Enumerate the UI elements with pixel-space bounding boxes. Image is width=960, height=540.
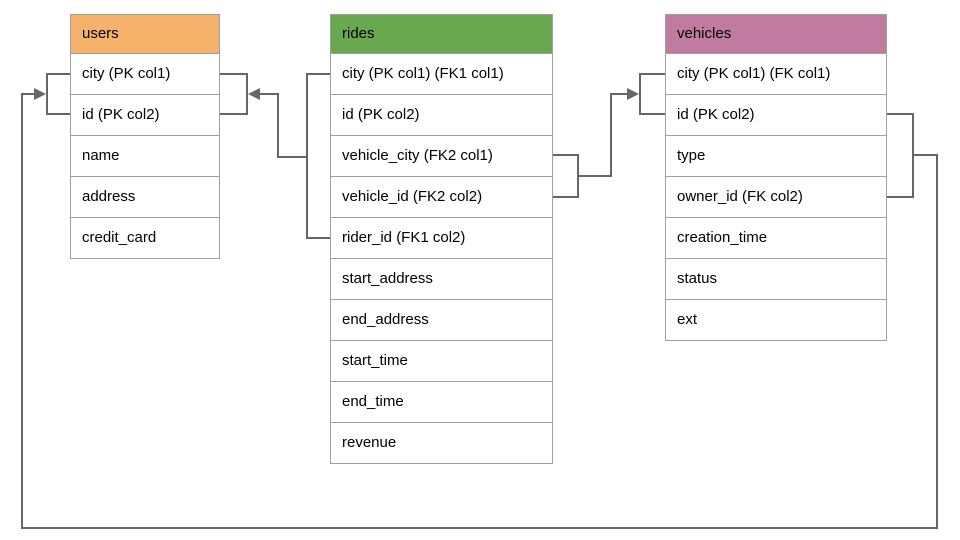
table-row: address (71, 177, 219, 218)
table-row: revenue (331, 423, 552, 463)
table-row: city (PK col1) (71, 54, 219, 95)
table-row: owner_id (FK col2) (666, 177, 886, 218)
table-rides: rides city (PK col1) (FK1 col1) id (PK c… (330, 14, 553, 464)
users-right-anchor-bracket (220, 73, 248, 115)
rides-left-anchor-bracket (306, 73, 330, 239)
table-row: type (666, 136, 886, 177)
table-row: ext (666, 300, 886, 340)
table-row: start_time (331, 341, 552, 382)
users-left-anchor-bracket (46, 73, 70, 115)
vehicles-left-anchor-bracket (639, 73, 665, 115)
table-row: end_address (331, 300, 552, 341)
fk-rides-to-users-line (260, 93, 307, 158)
table-vehicles: vehicles city (PK col1) (FK col1) id (PK… (665, 14, 887, 341)
table-row: vehicle_id (FK2 col2) (331, 177, 552, 218)
table-vehicles-header: vehicles (666, 15, 886, 54)
table-row: city (PK col1) (FK1 col1) (331, 54, 552, 95)
table-users-header: users (71, 15, 219, 54)
fk-rides-to-users-arrowhead (248, 88, 260, 100)
table-row: creation_time (666, 218, 886, 259)
table-row: credit_card (71, 218, 219, 258)
table-row: id (PK col2) (71, 95, 219, 136)
table-row: id (PK col2) (331, 95, 552, 136)
table-row: end_time (331, 382, 552, 423)
table-row: name (71, 136, 219, 177)
table-row: city (PK col1) (FK col1) (666, 54, 886, 95)
vehicles-right-anchor-bracket (887, 113, 914, 198)
fk-rides-to-vehicles-line (578, 93, 627, 177)
table-row: start_address (331, 259, 552, 300)
table-rides-header: rides (331, 15, 552, 54)
table-users: users city (PK col1) id (PK col2) name a… (70, 14, 220, 259)
fk-rides-to-vehicles-arrowhead (627, 88, 639, 100)
fk-vehicles-to-users-arrowhead (34, 88, 46, 100)
rides-right-anchor-bracket (553, 154, 579, 198)
table-row: vehicle_city (FK2 col1) (331, 136, 552, 177)
table-row: id (PK col2) (666, 95, 886, 136)
table-row: status (666, 259, 886, 300)
table-row: rider_id (FK1 col2) (331, 218, 552, 259)
